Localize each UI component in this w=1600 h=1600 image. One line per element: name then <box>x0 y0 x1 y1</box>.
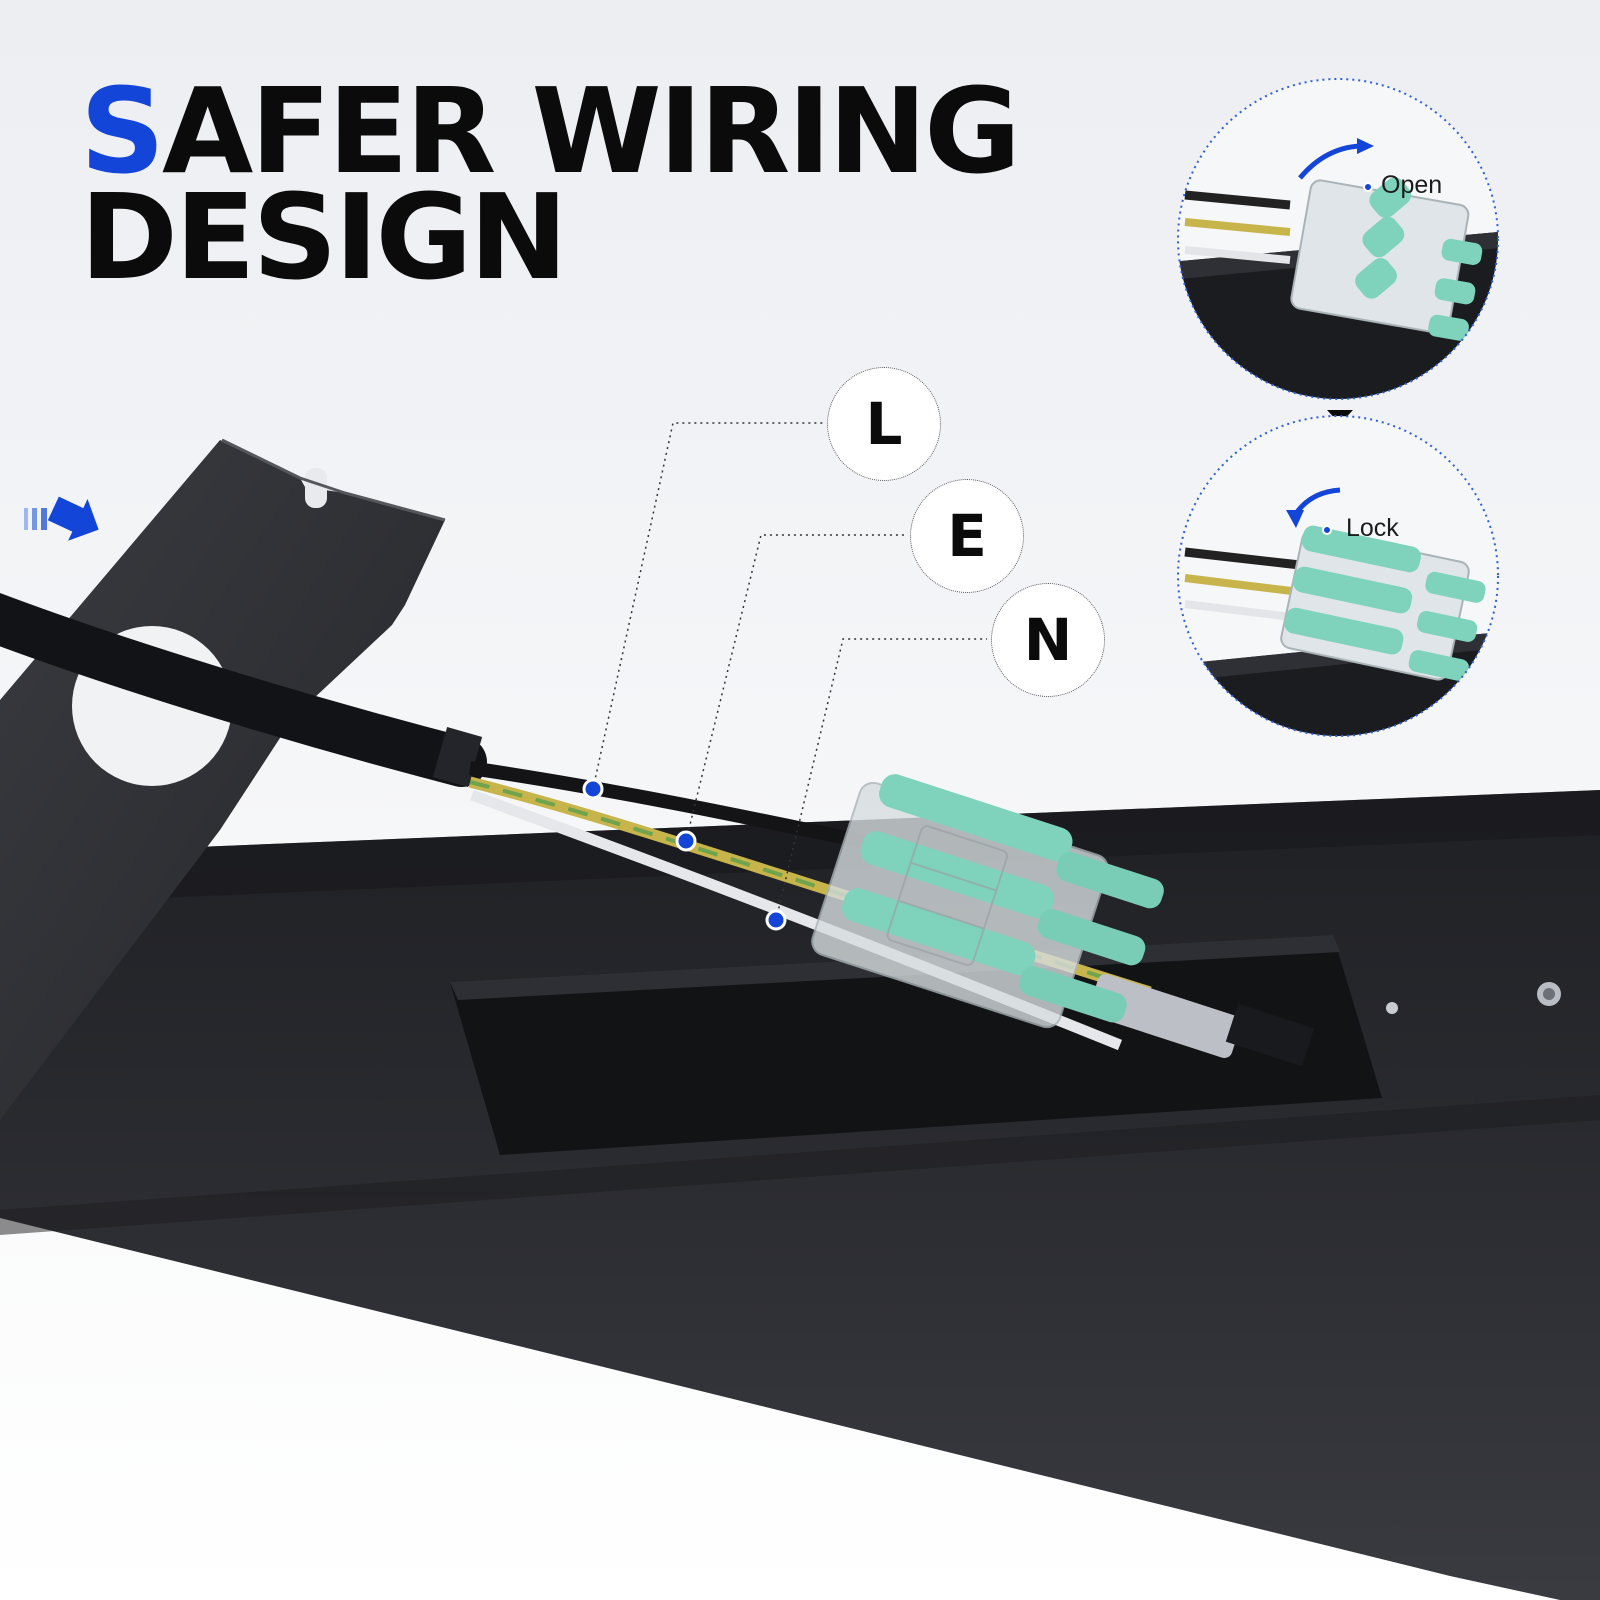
lever-connector <box>811 774 1164 1029</box>
open-label: Open <box>1381 171 1443 199</box>
callout-e: E <box>910 479 1024 593</box>
lock-label: Lock <box>1346 514 1399 542</box>
headline-accent-letter: S <box>80 62 165 200</box>
headline-line-1: SAFER WIRING <box>80 72 1021 190</box>
headline-line-1-rest: AFER WIRING <box>162 62 1021 200</box>
open-inset <box>1177 78 1499 400</box>
fixture-housing <box>0 790 1600 1600</box>
callout-n: N <box>991 583 1105 697</box>
wire-marker-dots <box>582 778 787 931</box>
headline: SAFER WIRING DESIGN <box>80 72 1021 306</box>
headline-line-2: DESIGN <box>80 168 568 306</box>
callout-l: L <box>827 367 941 481</box>
leader-lines <box>592 422 987 921</box>
arrow-indicator-icon <box>24 496 99 541</box>
